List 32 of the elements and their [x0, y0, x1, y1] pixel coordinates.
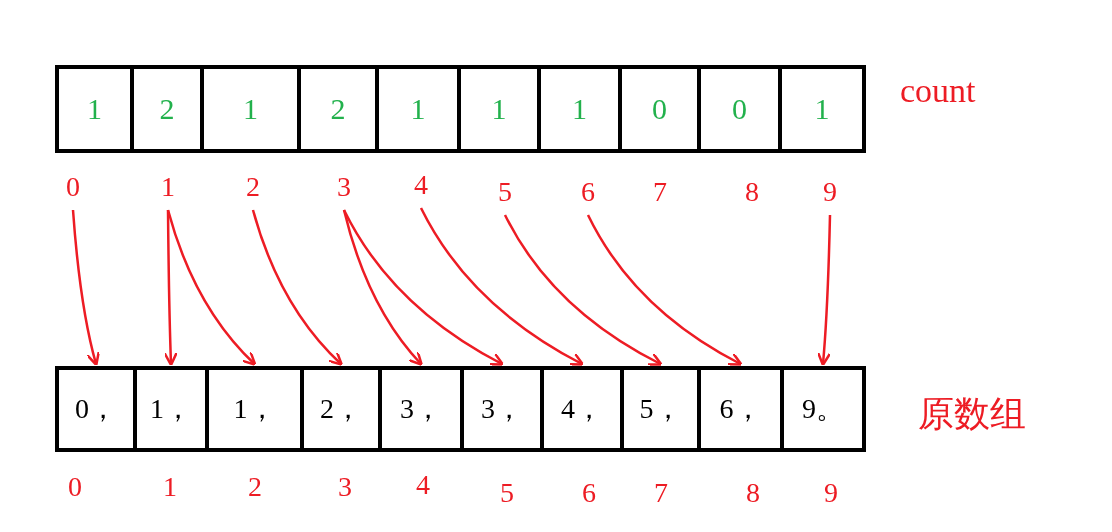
arrow: [342, 209, 423, 366]
index-number: 3: [332, 172, 356, 202]
index-number: 8: [740, 177, 764, 207]
arrow: [71, 209, 101, 367]
arrow: [251, 209, 343, 366]
array-name: count: [900, 72, 976, 110]
index-number: 7: [648, 177, 672, 207]
arrow: [419, 207, 585, 366]
index-number: 1: [156, 172, 180, 202]
index-number: 2: [247, 472, 263, 502]
index-number: 5: [493, 177, 517, 207]
index-number: 5: [499, 478, 515, 508]
index-number: 2: [241, 172, 265, 202]
index-number: 9: [823, 478, 839, 508]
index-number: 6: [576, 177, 600, 207]
index-number: 4: [409, 170, 433, 200]
index-number: 0: [67, 472, 83, 502]
arrow: [503, 214, 663, 366]
index-number: 1: [162, 472, 178, 502]
arrow: [816, 214, 832, 367]
arrow: [163, 210, 178, 367]
array-name: 原数组: [918, 392, 1026, 436]
arrow: [586, 214, 743, 366]
index-number: 8: [745, 478, 761, 508]
arrow: [342, 209, 505, 366]
index-number: 0: [61, 172, 85, 202]
index-number: 9: [818, 177, 842, 207]
arrow: [166, 209, 257, 366]
index-number: 3: [337, 472, 353, 502]
index-number: 7: [653, 478, 669, 508]
index-number: 4: [415, 470, 431, 500]
index-number: 6: [581, 478, 597, 508]
